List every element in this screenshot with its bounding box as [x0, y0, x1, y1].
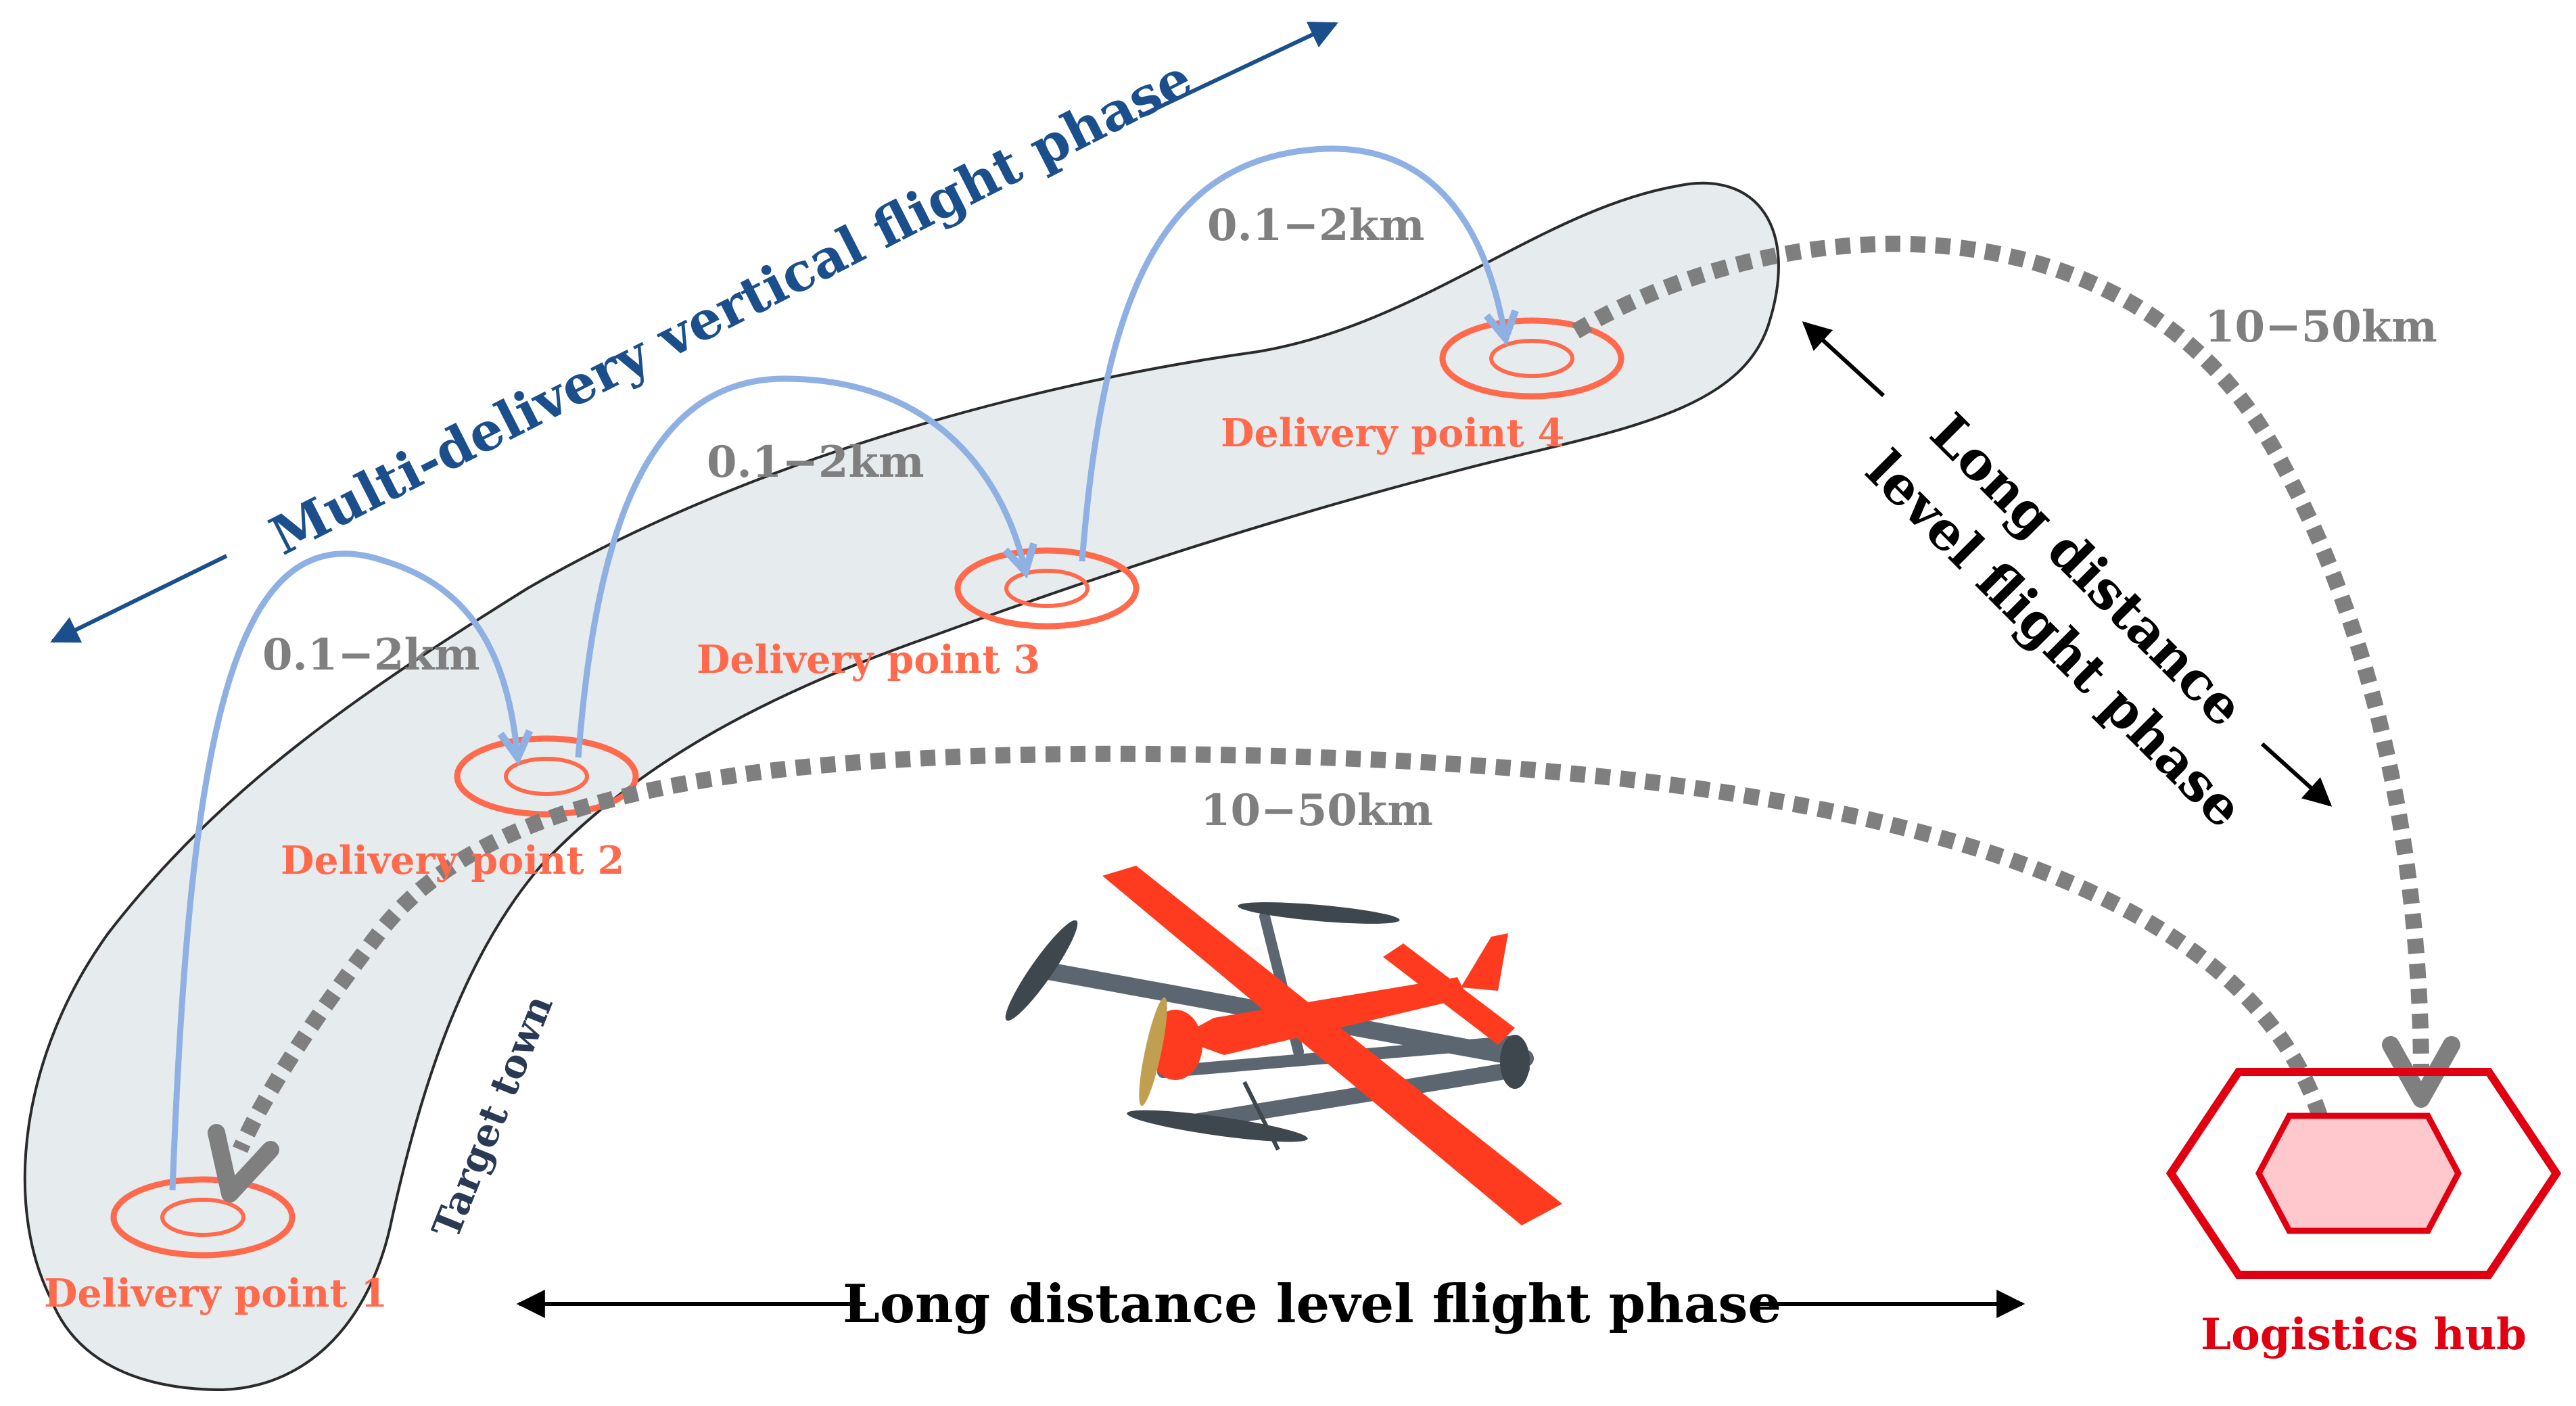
hop-distance-label-1: 0.1−2km — [262, 630, 480, 680]
hop-distance-label-2: 0.1−2km — [707, 437, 924, 488]
delivery-point-label-2: Delivery point 2 — [281, 838, 624, 883]
hop-arrow-3-4 — [1079, 145, 1519, 562]
long-distance-label-top: 10−50km — [2205, 302, 2437, 352]
delivery-point-label-3: Delivery point 3 — [697, 637, 1040, 682]
delivery-target-icon-1 — [110, 1176, 296, 1259]
target-town-region — [23, 181, 1780, 1392]
dotted-route-to-town-arrowhead — [208, 1124, 279, 1202]
level-phase-arrow-down — [2260, 742, 2333, 807]
long-distance-label-bottom: 10−50km — [1200, 785, 1433, 836]
vertical-phase-arrow-right — [1138, 22, 1338, 118]
vtol-drone-icon — [1005, 866, 1562, 1225]
delivery-point-label-4: Delivery point 4 — [1221, 411, 1564, 456]
delivery-point-label-1: Delivery point 1 — [44, 1271, 388, 1316]
delivery-target-icon-2 — [454, 735, 639, 818]
delivery-target-icon-4 — [1439, 317, 1624, 400]
level-phase-arrow-up — [1802, 321, 1886, 398]
delivery-target-icon-3 — [954, 547, 1140, 630]
dotted-route-to-hub-arrowhead — [2382, 1036, 2460, 1108]
logistics-hub-label: Logistics hub — [2201, 1309, 2527, 1360]
hexagon-hub-icon — [2165, 1068, 2562, 1279]
hop-distance-label-3: 0.1−2km — [1207, 200, 1425, 251]
level-phase-label-bottom: Long distance level flight phase — [843, 1273, 1781, 1335]
dotted-route-to-hub — [1571, 235, 2429, 1076]
hop-arrow-2-3 — [575, 375, 1037, 758]
vertical-phase-arrow-left — [50, 554, 228, 643]
hop-arrow-1-2 — [169, 550, 534, 1191]
